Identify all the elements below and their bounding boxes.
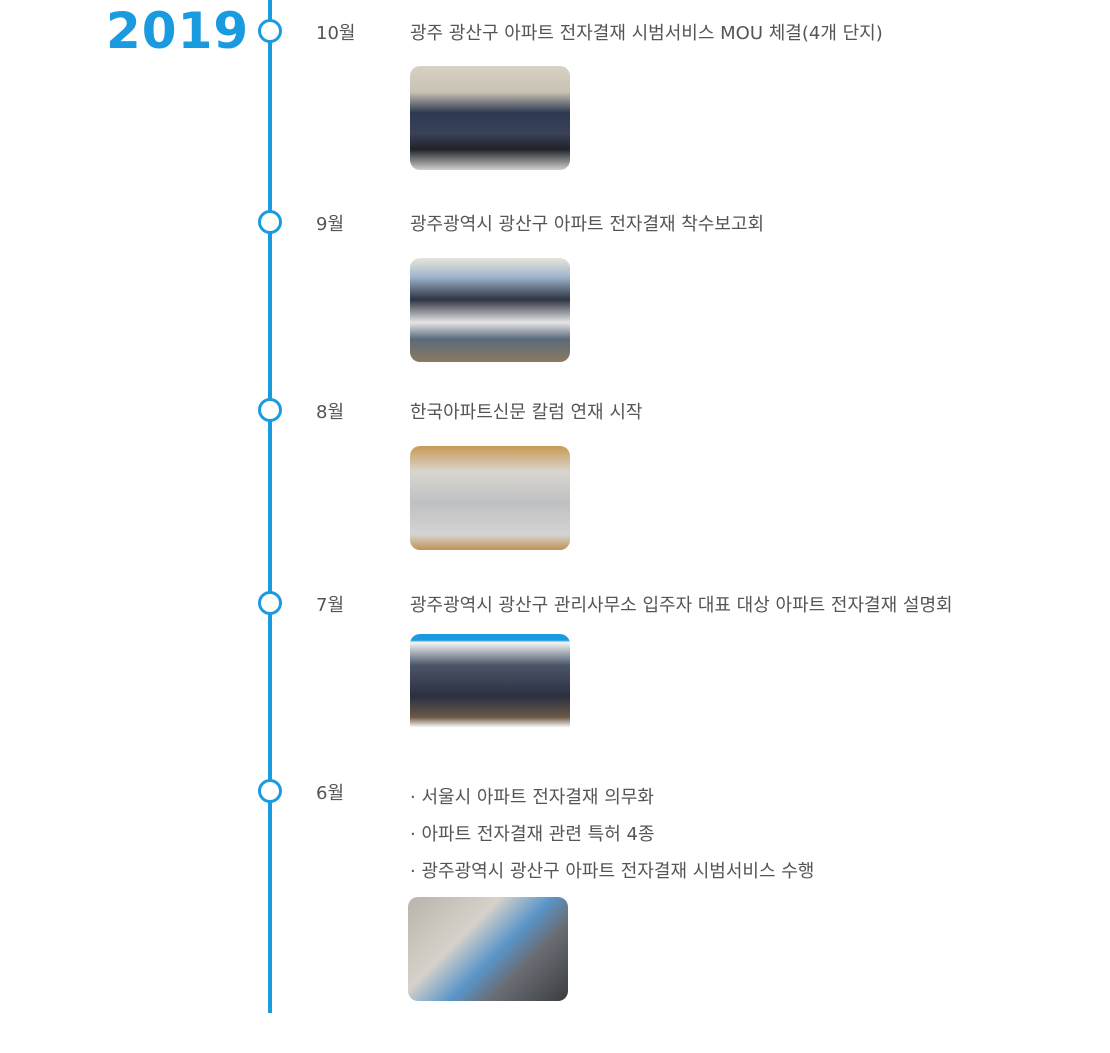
- entry-month: 9월: [316, 214, 345, 235]
- entry-month: 7월: [316, 595, 345, 616]
- year-heading: 2019: [106, 2, 250, 60]
- event-photo: [410, 66, 570, 170]
- timeline-dot: [258, 19, 282, 43]
- entry-month: 10월: [316, 23, 356, 44]
- entry-month: 6월: [316, 783, 345, 804]
- entry-title: 광주 광산구 아파트 전자결재 시범서비스 MOU 체결(4개 단지): [410, 23, 883, 44]
- entry-title: 광주광역시 광산구 관리사무소 입주자 대표 대상 아파트 전자결재 설명회: [410, 595, 953, 616]
- timeline-dot: [258, 779, 282, 803]
- event-photo: [408, 897, 568, 1001]
- event-photo: [410, 446, 570, 550]
- entry-title: 광주광역시 광산구 아파트 전자결재 착수보고회: [410, 214, 765, 235]
- event-photo: [410, 258, 570, 362]
- entry-item: · 광주광역시 광산구 아파트 전자결재 시범서비스 수행: [410, 861, 815, 882]
- timeline-dot: [258, 398, 282, 422]
- timeline-dot: [258, 591, 282, 615]
- entry-title: 한국아파트신문 칼럼 연재 시작: [410, 402, 643, 423]
- entry-item: · 서울시 아파트 전자결재 의무화: [410, 787, 654, 808]
- entry-month: 8월: [316, 402, 345, 423]
- entry-items: · 서울시 아파트 전자결재 의무화 · 아파트 전자결재 관련 특허 4종 ·…: [410, 779, 814, 890]
- timeline-line: [268, 0, 272, 1013]
- entry-item: · 아파트 전자결재 관련 특허 4종: [410, 824, 655, 845]
- event-photo: [410, 634, 570, 738]
- timeline-dot: [258, 210, 282, 234]
